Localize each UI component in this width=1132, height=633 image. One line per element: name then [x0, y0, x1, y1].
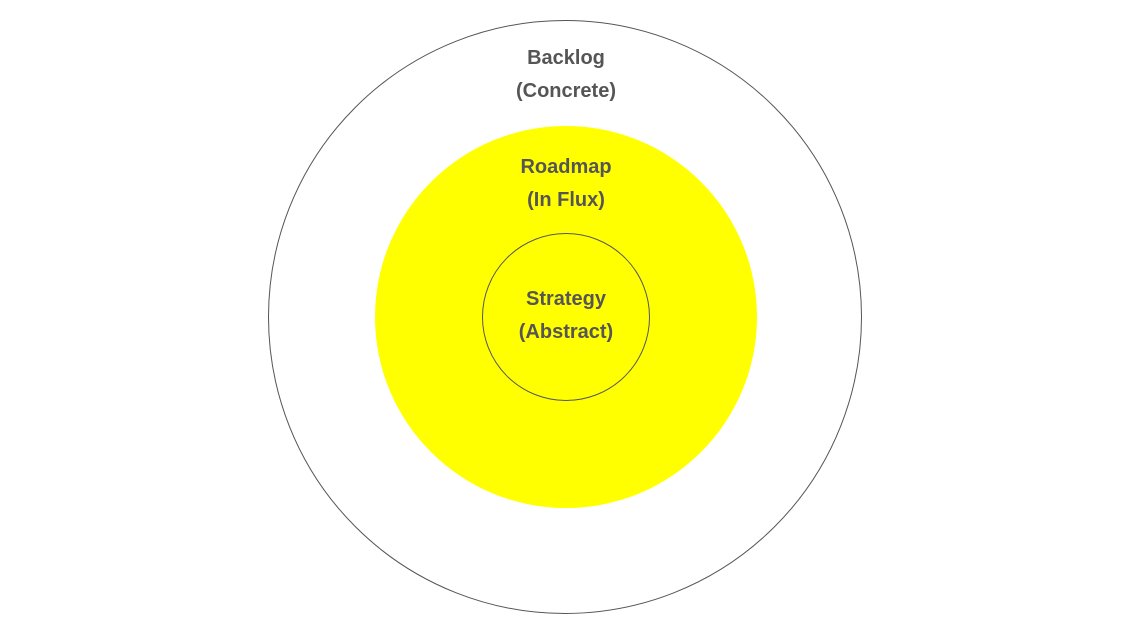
strategy-title: Strategy	[525, 288, 607, 310]
strategy-label: Strategy (Abstract)	[446, 283, 686, 349]
roadmap-title: Roadmap	[520, 156, 612, 178]
strategy-ring	[482, 233, 650, 401]
strategy-qualifier: (Abstract)	[518, 321, 614, 343]
backlog-qualifier: (Concrete)	[515, 80, 616, 102]
roadmap-label: Roadmap (In Flux)	[446, 151, 686, 217]
backlog-label: Backlog (Concrete)	[446, 42, 686, 108]
backlog-title: Backlog	[527, 47, 605, 69]
roadmap-qualifier: (In Flux)	[527, 189, 605, 211]
